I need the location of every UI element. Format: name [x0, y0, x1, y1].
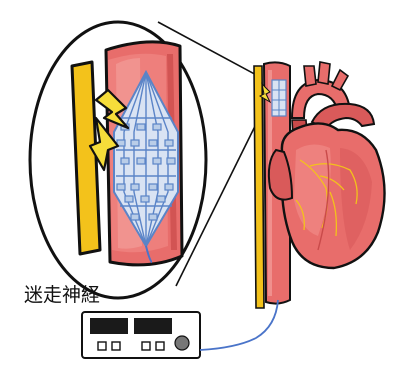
stent-electrode-small	[272, 80, 286, 116]
vagus-nerve-label: 迷走神経	[24, 280, 100, 307]
device-screen-left	[90, 318, 128, 334]
device-knob	[175, 336, 189, 350]
vagus-nerve	[254, 66, 264, 308]
device-button	[112, 342, 120, 350]
magnified-view	[30, 22, 206, 298]
lead-wire	[200, 300, 278, 350]
anatomy	[254, 62, 385, 308]
device-button	[142, 342, 150, 350]
device-screen-right	[134, 318, 172, 334]
device-button	[98, 342, 106, 350]
stimulator-device-icon	[82, 312, 200, 358]
device-button	[156, 342, 164, 350]
